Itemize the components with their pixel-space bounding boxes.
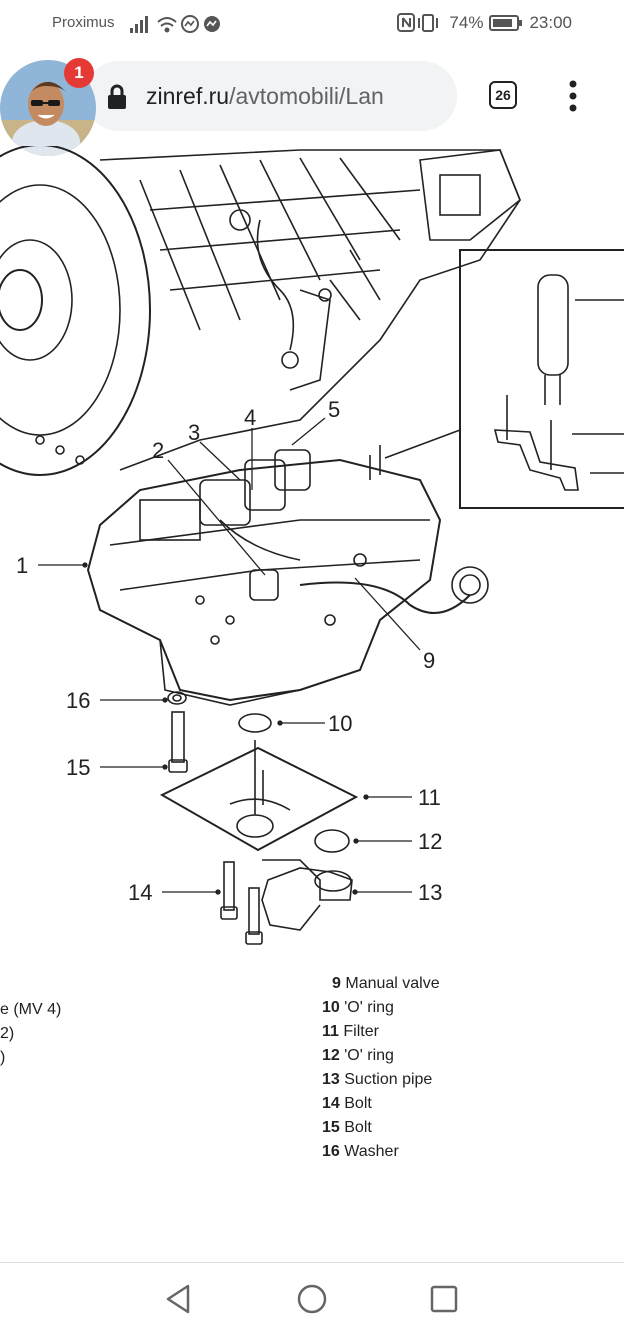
url-path: /avtomobili/Lan [229, 83, 384, 109]
home-icon[interactable] [296, 1283, 328, 1315]
carrier-name: Proximus [52, 14, 115, 31]
callout-10: 10 [328, 711, 352, 736]
system-nav-bar [0, 1262, 624, 1335]
callout-1: 1 [16, 553, 28, 578]
legend-left-fragment: 2) [0, 1025, 15, 1042]
lock-icon [106, 84, 128, 115]
bolt-15-drawing [168, 711, 188, 773]
wifi-icon [157, 17, 177, 33]
url-bar[interactable] [84, 61, 457, 131]
tab-switcher-button[interactable]: 26 [489, 81, 517, 109]
legend-item: 15 Bolt [322, 1119, 372, 1136]
valve-body-diagram: 1 2 3 4 5 9 10 11 12 13 14 15 16 [0, 144, 624, 960]
bolt-14-drawing [220, 861, 238, 920]
overflow-menu-button[interactable] [560, 78, 586, 114]
callout-9: 9 [423, 648, 435, 673]
signal-icon [130, 16, 148, 33]
detail-inset [384, 249, 624, 509]
suction-pipe-13-drawing [261, 859, 353, 931]
recents-icon[interactable] [429, 1284, 459, 1314]
callout-12: 12 [418, 829, 442, 854]
callout-5: 5 [328, 397, 340, 422]
nfc-vibrate-icon [397, 13, 439, 32]
callout-15: 15 [66, 755, 90, 780]
notification-badge: 1 [64, 58, 94, 88]
valve-body-drawing [86, 445, 489, 706]
back-icon[interactable] [164, 1283, 194, 1315]
callout-13: 13 [418, 880, 442, 905]
clock: 23:00 [529, 13, 572, 32]
status-right: 74% 23:00 [397, 12, 572, 34]
callout-3: 3 [188, 420, 200, 445]
callout-16: 16 [66, 688, 90, 713]
oring-10-drawing [238, 713, 272, 733]
legend-item: 14 Bolt [322, 1095, 372, 1112]
callout-4: 4 [244, 405, 256, 430]
legend-right-column: 9 Manual valve 10 'O' ring 11 Filter 12 … [322, 972, 440, 1164]
legend-left-fragment: ) [0, 1049, 6, 1066]
bolt-extra-drawing [245, 887, 263, 945]
legend-item: 12 'O' ring [322, 1047, 394, 1064]
leader-lines [38, 417, 421, 895]
callout-2: 2 [152, 438, 164, 463]
legend-left-column: e (MV 4) 2) ) [0, 998, 61, 1070]
transmission-housing-drawing [0, 144, 521, 476]
legend-item: 9 Manual valve [332, 975, 440, 992]
filter-11-drawing [159, 740, 359, 852]
legend-item: 16 Washer [322, 1143, 399, 1160]
oring-12-drawing [314, 829, 350, 853]
more-vert-icon [569, 80, 577, 112]
callout-14: 14 [128, 880, 152, 905]
status-bar: Proximus 74% [0, 0, 624, 48]
url-host: zinref.ru [146, 83, 230, 109]
legend-item: 10 'O' ring [322, 999, 394, 1016]
legend-item: 11 Filter [322, 1023, 379, 1040]
status-icons-left [128, 12, 228, 41]
legend-left-fragment: e (MV 4) [0, 1001, 62, 1018]
legend-item: 13 Suction pipe [322, 1071, 433, 1088]
url-text[interactable]: zinref.ru/avtomobili/Lan [146, 83, 446, 110]
washer-16-drawing [167, 691, 187, 705]
battery-percent: 74% [449, 13, 484, 32]
callout-11: 11 [418, 785, 441, 810]
messenger-icon [181, 15, 199, 33]
battery-icon [489, 15, 523, 31]
messenger-filled-icon [204, 16, 220, 32]
